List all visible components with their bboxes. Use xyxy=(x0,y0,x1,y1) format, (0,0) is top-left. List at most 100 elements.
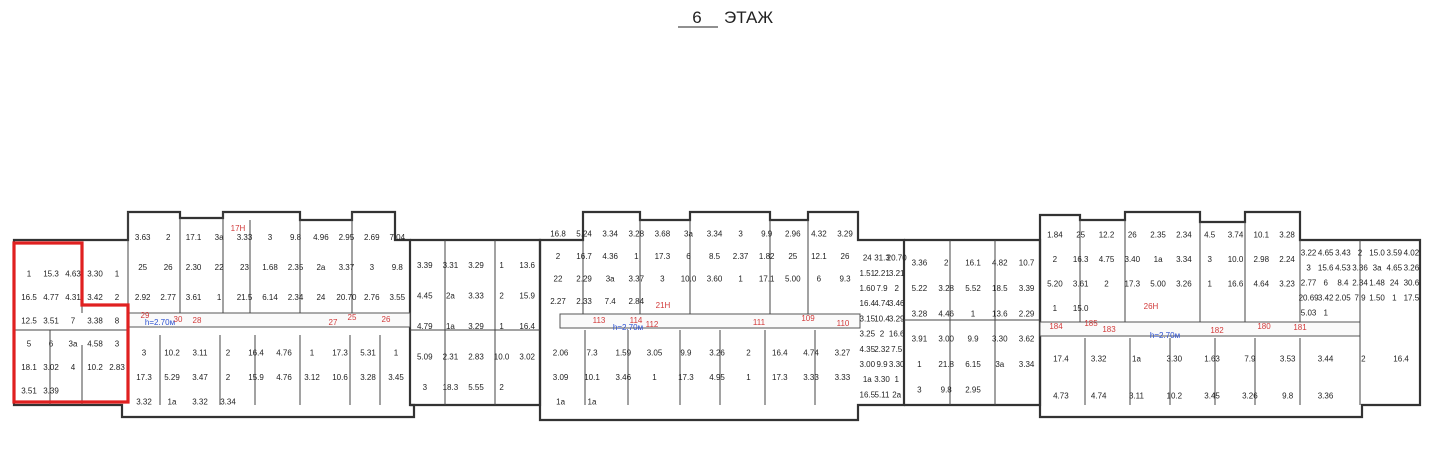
room-dimension-label: 2a xyxy=(316,263,325,272)
room-dimension-label: 6.14 xyxy=(262,293,278,302)
room-dimension-label: 1 xyxy=(652,373,657,382)
room-dimension-label: 3.39 xyxy=(417,261,433,270)
room-dimension-label: 10.2 xyxy=(164,348,180,357)
apartment-number-label: 27 xyxy=(329,318,338,327)
room-dimension-label: 16.6 xyxy=(1228,279,1244,288)
room-dimension-label: 1 xyxy=(394,348,399,357)
room-dimension-label: 3 xyxy=(917,385,922,394)
room-dimension-label: 1.50 xyxy=(1369,294,1385,303)
room-dimension-label: 1 xyxy=(634,252,639,261)
room-dimension-label: 16.3 xyxy=(1073,255,1089,264)
room-dimension-label: 3.25 xyxy=(860,330,876,339)
room-dimension-label: 3.59 xyxy=(1387,249,1403,258)
room-dimension-label: 3.30 xyxy=(874,375,890,384)
room-dimension-label: 23 xyxy=(240,263,249,272)
room-dimension-label: 3.11 xyxy=(193,348,209,357)
room-dimension-label: 17.4 xyxy=(1053,355,1069,364)
room-dimension-label: 3.42 xyxy=(87,293,103,302)
room-dimension-label: 2.83 xyxy=(468,352,484,361)
room-dimension-label: 3.60 xyxy=(707,274,723,283)
room-dimension-label: 2.34 xyxy=(288,293,304,302)
room-dimension-label: 3.34 xyxy=(602,229,618,238)
room-dimension-label: 16.7 xyxy=(576,252,592,261)
room-dimension-label: 4.5 xyxy=(1204,230,1216,239)
apartment-number-label: 181 xyxy=(1293,323,1307,332)
room-dimension-label: 10.6 xyxy=(332,373,348,382)
room-dimension-label: 2.95 xyxy=(339,233,355,242)
room-dimension-label: 2.37 xyxy=(733,252,749,261)
room-dimension-label: 3.33 xyxy=(835,373,851,382)
room-dimension-label: 1a xyxy=(446,322,455,331)
room-dimension-label: 3 xyxy=(142,348,147,357)
apartment-number-label: 183 xyxy=(1102,325,1116,334)
room-dimension-label: 31.3 xyxy=(874,254,890,263)
room-dimension-label: 3.36 xyxy=(912,259,928,268)
room-dimension-label: 10.1 xyxy=(1254,230,1270,239)
room-dimension-label: 15.3 xyxy=(43,270,59,279)
room-dimension-label: 2 xyxy=(226,348,231,357)
room-dimension-label: 17.1 xyxy=(186,233,202,242)
room-dimension-label: 9.9 xyxy=(680,348,692,357)
room-dimension-label: 16.4 xyxy=(1393,355,1409,364)
apartment-number-label: 29 xyxy=(141,311,150,320)
room-dimension-label: 10.1 xyxy=(584,373,600,382)
room-dimension-label: 2.29 xyxy=(1019,309,1035,318)
room-dimension-label: 21.5 xyxy=(237,293,253,302)
room-dimension-label: 3 xyxy=(738,229,743,238)
room-dimension-label: 3.28 xyxy=(1279,230,1295,239)
room-dimension-label: 5 xyxy=(27,340,32,349)
room-dimension-label: 5.09 xyxy=(417,352,433,361)
room-dimension-label: 3 xyxy=(370,263,375,272)
room-dimension-label: 4.32 xyxy=(811,229,827,238)
room-dimension-label: 5.03 xyxy=(1301,309,1317,318)
room-dimension-label: 5.11 xyxy=(875,390,891,399)
room-dimension-label: 9.9 xyxy=(876,360,888,369)
room-dimension-label: 3.21 xyxy=(889,269,905,278)
room-dimension-label: 10.7 xyxy=(1019,259,1035,268)
room-dimension-label: 3.91 xyxy=(912,335,928,344)
room-dimension-label: 4.02 xyxy=(1404,249,1420,258)
room-dimension-label: 6.15 xyxy=(965,360,981,369)
room-dimension-label: 15.0 xyxy=(1073,304,1089,313)
room-dimension-label: 22 xyxy=(215,263,224,272)
room-dimension-label: 4.74 xyxy=(803,348,819,357)
room-dimension-label: 3.27 xyxy=(835,348,851,357)
room-dimension-label: 17.3 xyxy=(332,348,348,357)
room-dimension-label: 8.5 xyxy=(709,252,721,261)
room-dimension-label: 2.33 xyxy=(576,297,592,306)
room-dimension-label: 3.32 xyxy=(136,398,152,407)
room-dimension-label: 1 xyxy=(499,261,504,270)
room-dimension-label: 2 xyxy=(1358,249,1363,258)
room-dimension-label: 4.96 xyxy=(313,233,329,242)
room-dimension-label: 2.35 xyxy=(288,263,304,272)
room-dimension-label: 3a xyxy=(69,340,78,349)
room-dimension-label: 7.9 xyxy=(1244,355,1256,364)
room-dimension-label: 3.47 xyxy=(192,373,208,382)
apartment-number-label: 109 xyxy=(801,314,815,323)
room-dimension-label: 17.1 xyxy=(759,274,775,283)
room-dimension-label: 3.74 xyxy=(1228,230,1244,239)
room-dimension-label: 3.43 xyxy=(1335,249,1351,258)
corridor-height-label: h=2.70м xyxy=(145,318,175,327)
corridor-height-label: h=2.70м xyxy=(1150,331,1180,340)
room-dimension-label: 22 xyxy=(554,274,563,283)
room-dimension-label: 24 xyxy=(863,254,872,263)
room-dimension-label: 1.82 xyxy=(759,252,775,261)
room-dimension-label: 1 xyxy=(746,373,751,382)
room-dimension-label: 20.69 xyxy=(1299,294,1320,303)
room-dimension-label: 3 xyxy=(423,383,428,392)
room-dimension-label: 3.34 xyxy=(1176,255,1192,264)
room-dimension-label: 18.5 xyxy=(992,284,1008,293)
apartment-number-label: 28 xyxy=(193,316,202,325)
room-dimension-label: 4.46 xyxy=(938,309,954,318)
room-dimension-label: 3.12 xyxy=(304,373,320,382)
room-dimension-label: 3.02 xyxy=(519,352,535,361)
room-dimension-label: 3.28 xyxy=(912,309,928,318)
room-dimension-label: 16.4 xyxy=(248,348,264,357)
room-dimension-label: 2a xyxy=(446,292,455,301)
apartment-number-label: 25 xyxy=(348,313,357,322)
apartment-number-label: 111 xyxy=(753,318,766,327)
room-dimension-label: 4.74 xyxy=(874,299,890,308)
